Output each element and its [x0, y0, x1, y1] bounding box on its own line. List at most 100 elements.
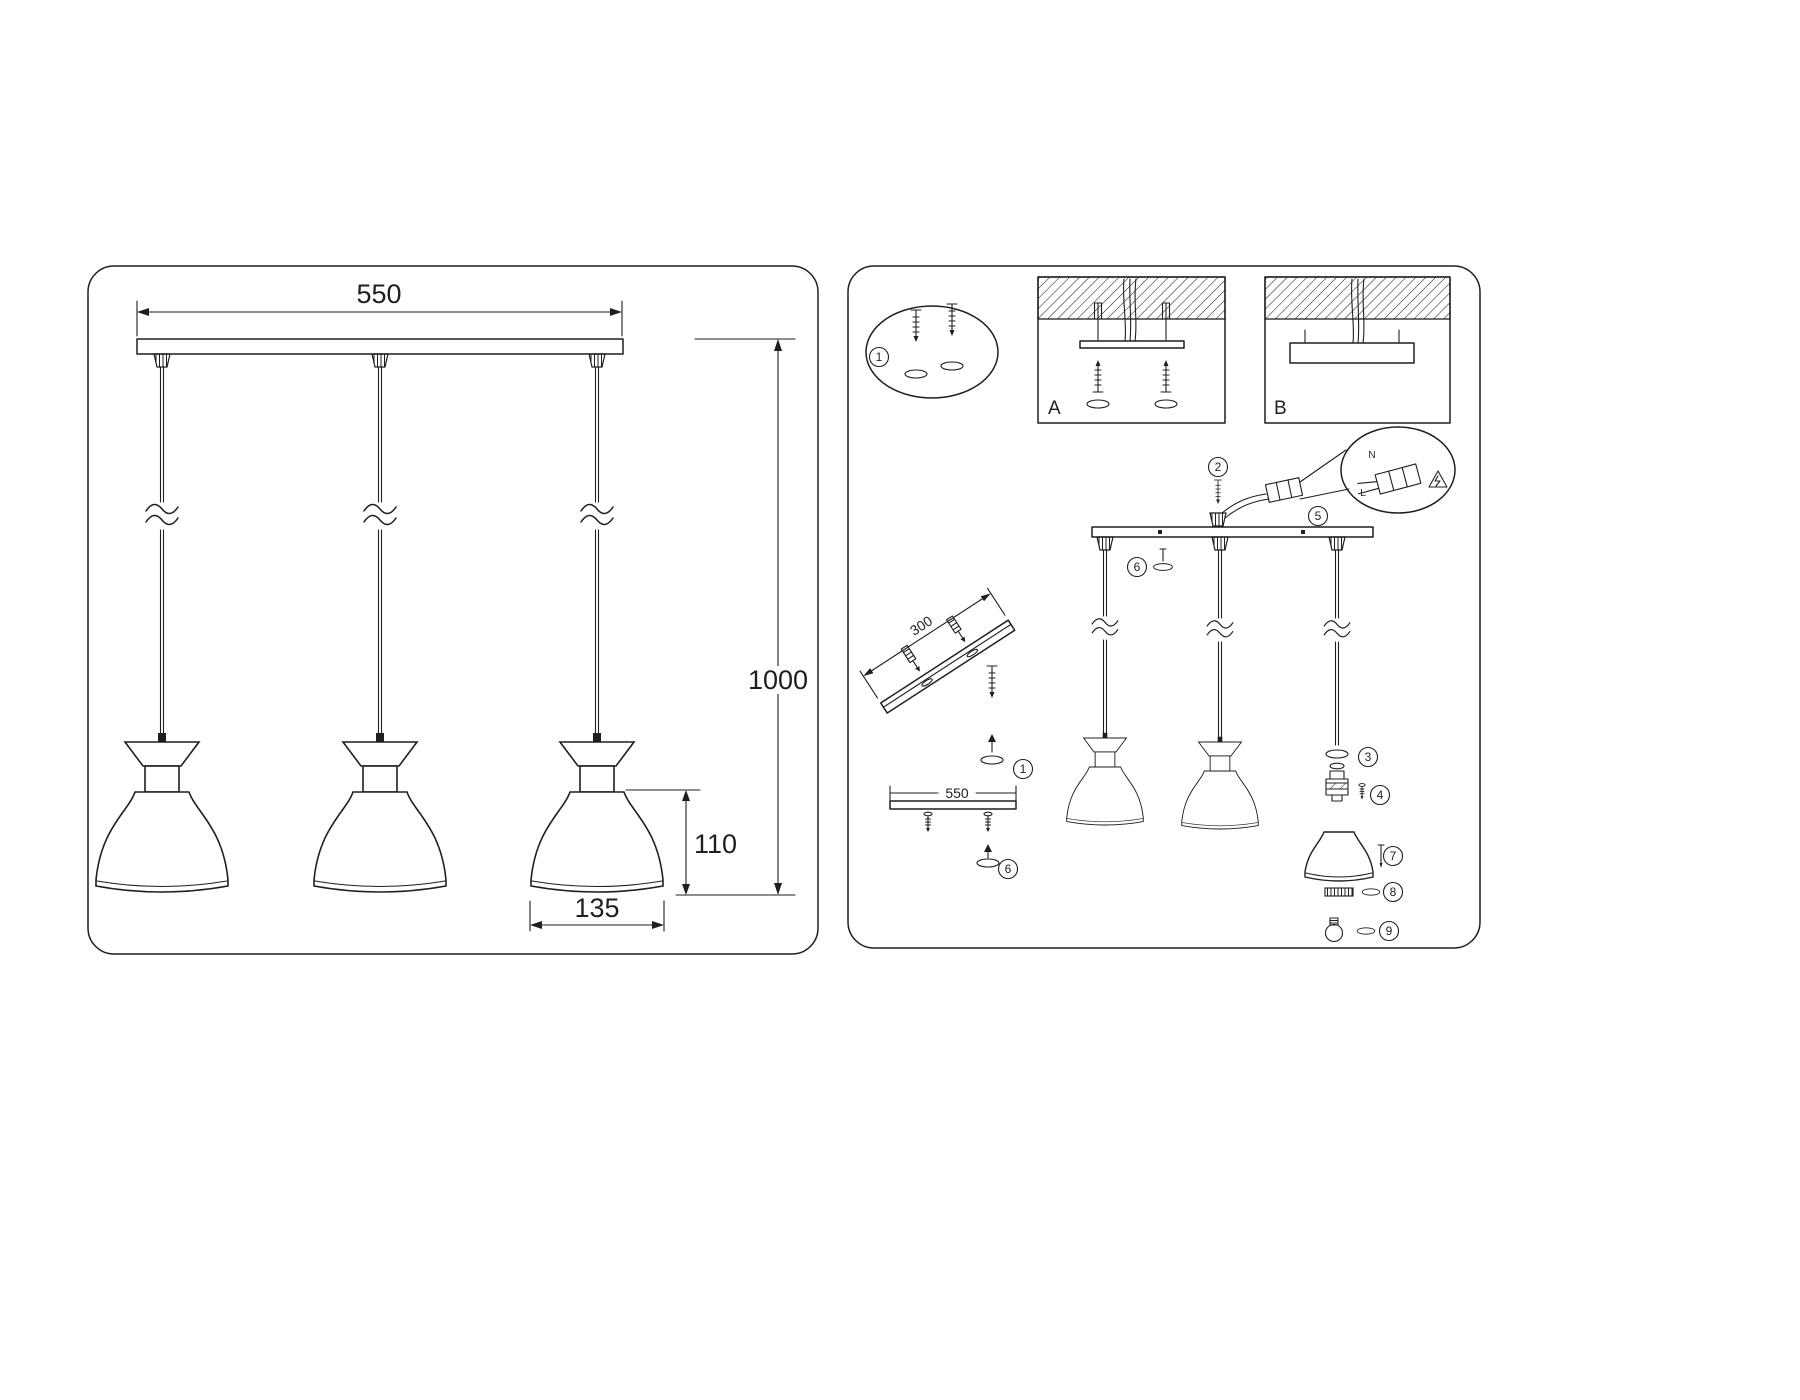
step-badge-6b: 6: [997, 858, 1019, 880]
lightning-icon: [1434, 475, 1441, 487]
mounting-bracket: [1079, 340, 1185, 349]
detail-a-label: A: [1048, 398, 1061, 419]
screw-icon: [1213, 479, 1223, 505]
cord-grip-icon: [371, 353, 389, 368]
dim-label-1000: 1000: [748, 665, 808, 695]
washer-icon: [1356, 927, 1376, 935]
cord-break-icon: [145, 503, 179, 526]
washer-icon: [1154, 399, 1178, 409]
socket-assembly: [1325, 770, 1349, 802]
screw-icon: [1092, 359, 1104, 393]
dim-label-300: 300: [907, 612, 935, 638]
pendant-lamp-3: [530, 732, 664, 893]
cord-grip-icon: [588, 353, 606, 368]
canopy-mounted: [1289, 342, 1415, 364]
svg-text:3: 3: [1365, 750, 1372, 764]
dim-label-550: 550: [356, 279, 401, 309]
step-badge-1b: 1: [1012, 758, 1034, 780]
dimension-shade-height: 110: [625, 789, 737, 895]
mounting-rail: [879, 619, 1016, 714]
svg-text:5: 5: [1315, 509, 1322, 523]
right-panel: 1 A B: [847, 265, 1481, 949]
shade-part: [1304, 831, 1374, 882]
svg-text:1: 1: [876, 350, 883, 364]
step-badge-8: 8: [1382, 881, 1404, 903]
bulb-icon: [1324, 917, 1344, 943]
bar-detail: 550 6: [889, 785, 1019, 880]
cord-grip-icon: [1096, 536, 1114, 551]
washer-icon: [1361, 888, 1381, 896]
washer-icon: [940, 361, 964, 371]
dimension-shade-width: 135: [529, 893, 665, 932]
wiring-assembly: 2 5: [1207, 426, 1456, 527]
cord-break-icon: [363, 503, 397, 526]
pendant-lamp-small-2: [1181, 736, 1259, 830]
rail-detail: 300 1: [859, 587, 1034, 780]
pendant-lamp-1: [95, 732, 229, 893]
cord-grip-icon: [1328, 536, 1346, 551]
screw-icon: [1160, 359, 1172, 393]
canopy-bar: [136, 338, 624, 355]
wire-label-live: L: [1360, 488, 1366, 499]
step-badge-4: 4: [1369, 784, 1391, 806]
svg-text:8: 8: [1390, 885, 1397, 899]
washer-icon: [1086, 399, 1110, 409]
cord-break-icon: [580, 503, 614, 526]
step-badge-6: 6: [1126, 556, 1148, 578]
threaded-ring-part: [1324, 887, 1354, 897]
wires: [1221, 493, 1270, 519]
wiring-detail-balloon: N L: [1340, 426, 1456, 514]
cord-break-icon: [1323, 620, 1351, 638]
dimension-canopy-width: 550: [136, 279, 623, 337]
cord-grip-icon: [153, 353, 171, 368]
canopy-bar: [1091, 526, 1374, 538]
screw-icon: [1358, 783, 1366, 800]
screw-icon: [986, 665, 998, 699]
svg-text:2: 2: [1215, 460, 1222, 474]
detail-b-label: B: [1274, 398, 1287, 419]
terminal-block: [1264, 477, 1304, 503]
left-panel-border: [87, 265, 819, 955]
right-panel-border: [847, 265, 1481, 949]
detail-a: A: [1037, 276, 1226, 424]
svg-text:6: 6: [1005, 862, 1012, 876]
screw-icon: [923, 811, 933, 833]
screw-icon: [983, 811, 993, 833]
step-badge-9: 9: [1378, 920, 1400, 942]
anchor-detail-balloon: 1: [865, 303, 999, 399]
terminal-strip: [1357, 463, 1422, 495]
pendant-lamp-2: [313, 732, 447, 893]
dim-label-110: 110: [694, 829, 737, 859]
washer-icon: [976, 858, 1000, 868]
cord-break-icon: [1206, 620, 1234, 638]
dim-label-bar-550: 550: [945, 785, 969, 801]
cord-grip-icon: [1211, 536, 1229, 551]
wire-label-neutral: N: [1368, 450, 1375, 461]
detail-b: B: [1264, 276, 1451, 424]
exploded-lamp: 3 4 7: [1304, 746, 1404, 943]
cable-lines: [1123, 278, 1137, 342]
washer-icon: [904, 369, 928, 379]
pendant-lamp-small-1: [1066, 732, 1144, 826]
left-panel: 550 1000: [87, 265, 819, 955]
cable-lines: [1351, 278, 1365, 344]
washer-icon: [1153, 563, 1173, 571]
cord-grip-icon: [1209, 512, 1227, 527]
warning-triangle-icon: [1428, 470, 1448, 488]
assembly-bar: 6: [1066, 526, 1374, 830]
canopy-bar-part: [889, 800, 1017, 810]
suspension-cords: [145, 366, 614, 743]
pin-screw-icon: [1377, 844, 1385, 868]
cord-break-icon: [1091, 618, 1119, 636]
step-badge-1: 1: [868, 346, 890, 368]
step-badge-7: 7: [1382, 845, 1404, 867]
svg-text:1: 1: [1020, 762, 1027, 776]
svg-text:4: 4: [1377, 788, 1384, 802]
ceiling-hatch: [1037, 276, 1226, 320]
screw-icon: [910, 309, 922, 343]
svg-text:7: 7: [1390, 849, 1397, 863]
washer-icon: [980, 755, 1004, 765]
dimension-drop-height: 1000: [675, 338, 808, 896]
washer-icon: [1325, 749, 1349, 759]
